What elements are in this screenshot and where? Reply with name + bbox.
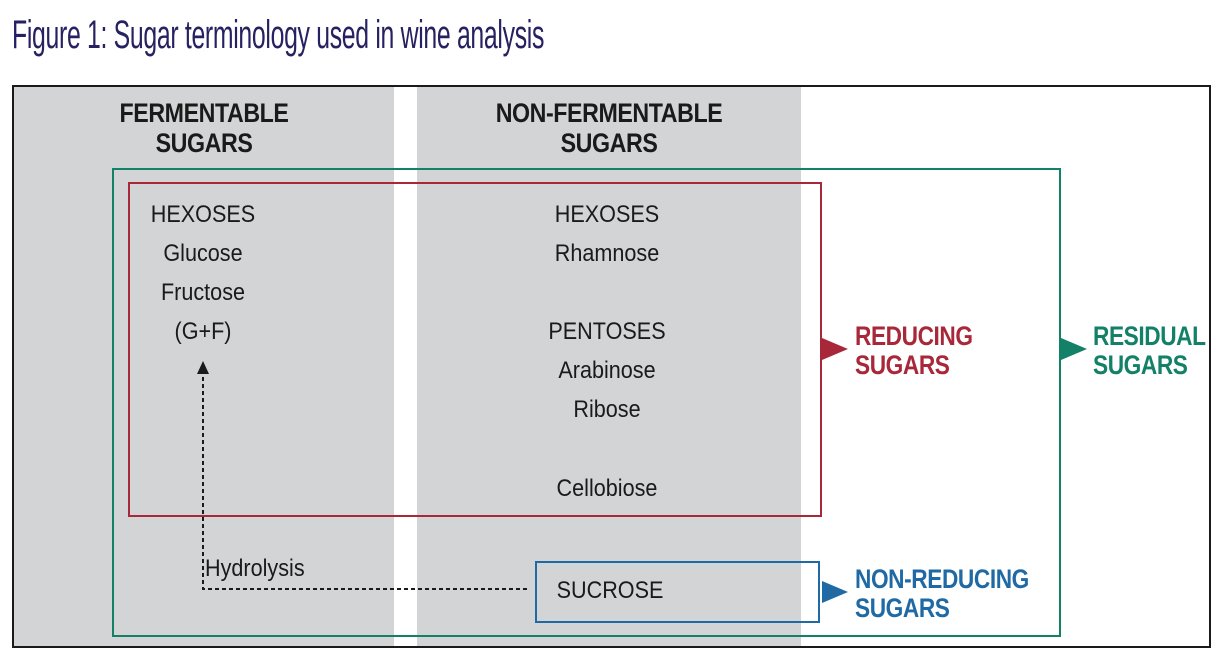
fermentable-heading-line-2: SUGARS (155, 128, 253, 158)
pentoses-heading: PENTOSES (548, 318, 666, 345)
non-fermentable-hexoses-heading: HEXOSES (554, 201, 660, 228)
sucrose-label: SUCROSE (556, 577, 664, 604)
reducing-arrow-icon (822, 338, 848, 360)
residual-sugars-label: RESIDUAL SUGARS (1093, 322, 1206, 380)
fermentable-hexoses-heading: HEXOSES (150, 201, 256, 228)
figure-title: Figure 1: Sugar terminology used in wine… (12, 13, 545, 57)
reducing-label-line-1: REDUCING (855, 321, 973, 351)
reducing-sugars-label: REDUCING SUGARS (855, 322, 973, 380)
hydrolysis-path (202, 372, 527, 590)
non-fermentable-column-heading: NON-FERMENTABLE SUGARS (444, 98, 774, 158)
rhamnose-label: Rhamnose (554, 240, 660, 267)
glucose-label: Glucose (163, 240, 243, 267)
non-fermentable-column (417, 87, 801, 646)
non-reducing-label-line-1: NON-REDUCING (855, 564, 1029, 594)
fermentable-column-heading: FERMENTABLE SUGARS (41, 98, 368, 158)
glucose-fructose-label: (G+F) (174, 318, 232, 345)
hydrolysis-label: Hydrolysis (205, 555, 305, 582)
residual-sugars-box (112, 168, 1061, 637)
residual-label-line-1: RESIDUAL (1093, 321, 1206, 351)
fructose-label: Fructose (160, 279, 246, 306)
reducing-sugars-box (128, 182, 822, 517)
residual-label-line-2: SUGARS (1093, 350, 1188, 380)
hydrolysis-arrowhead (197, 361, 209, 374)
arabinose-label: Arabinose (558, 357, 656, 384)
non-reducing-sugars-label: NON-REDUCING SUGARS (855, 565, 1029, 623)
residual-arrow-icon (1061, 338, 1087, 360)
non-reducing-label-line-2: SUGARS (855, 593, 950, 623)
ribose-label: Ribose (573, 396, 641, 423)
sucrose-box (535, 561, 820, 623)
cellobiose-label: Cellobiose (556, 475, 658, 502)
non-fermentable-heading-line-2: SUGARS (560, 128, 658, 158)
reducing-label-line-2: SUGARS (855, 350, 950, 380)
fermentable-heading-line-1: FERMENTABLE (119, 98, 289, 128)
non-reducing-arrow-icon (822, 581, 848, 603)
non-fermentable-heading-line-1: NON-FERMENTABLE (495, 98, 723, 128)
